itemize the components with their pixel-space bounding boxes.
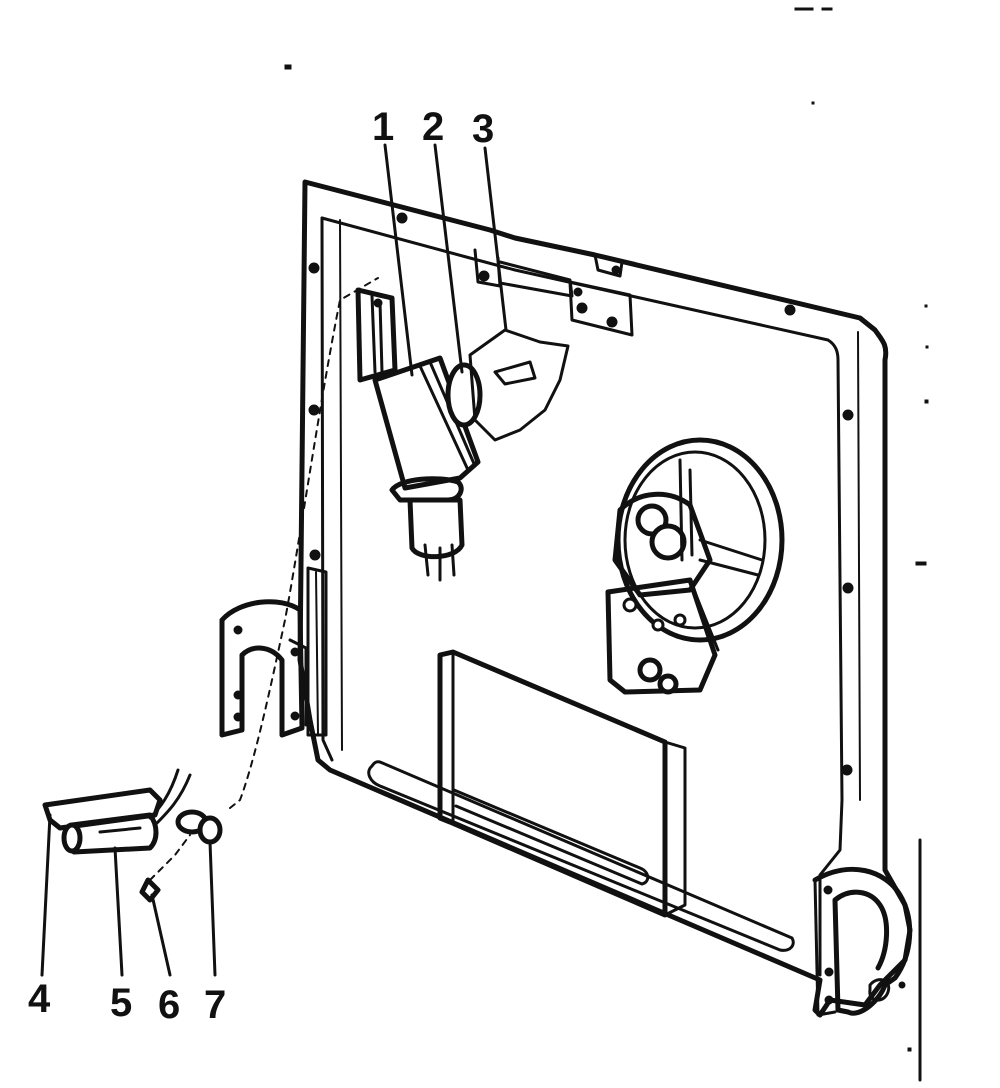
callout-5: 5 (110, 981, 132, 1025)
callout-labels: 1 2 3 4 5 6 7 (28, 105, 494, 1027)
callout-4: 4 (28, 977, 51, 1021)
leader-4 (40, 813, 52, 977)
left-hinge (219, 566, 328, 738)
callout-2: 2 (422, 105, 444, 149)
assembly-lines (149, 277, 379, 881)
callout-1: 1 (372, 105, 394, 149)
callout-6: 6 (158, 983, 180, 1027)
leader-2 (433, 143, 464, 374)
right-hinge (812, 838, 922, 1082)
leader-6 (150, 893, 172, 977)
leader-3 (483, 146, 508, 332)
leader-5 (113, 846, 124, 977)
leader-7 (208, 840, 217, 977)
leader-lines (40, 143, 508, 977)
leader-1 (383, 143, 414, 377)
callout-3: 3 (472, 107, 494, 151)
small-parts (42, 768, 223, 903)
scan-specks (284, 7, 929, 1052)
callout-7: 7 (204, 983, 226, 1027)
latch-switch-assembly (355, 287, 570, 582)
part-6-screw (139, 877, 161, 903)
door-panel (297, 179, 913, 1018)
blower-assembly (605, 437, 785, 695)
baffle-plate (437, 649, 687, 918)
